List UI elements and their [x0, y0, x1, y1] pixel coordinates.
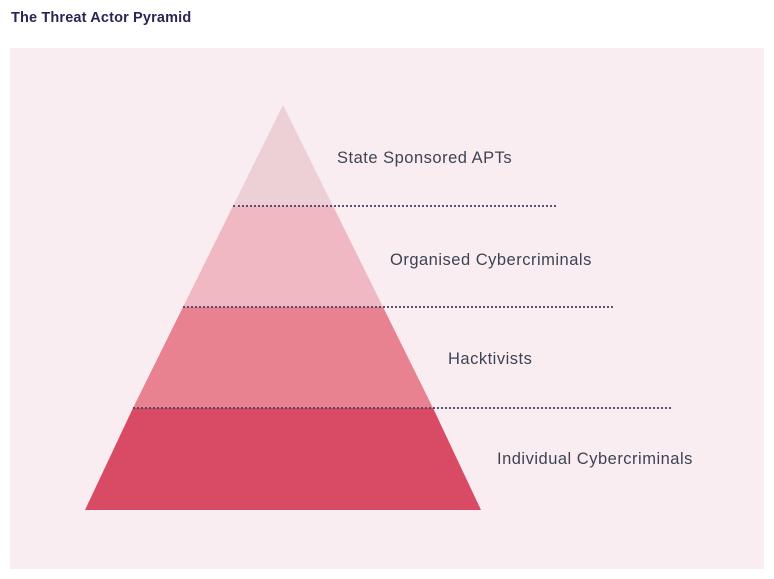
pyramid-tier-4-shape: [85, 408, 481, 510]
tier-label-state-sponsored-apts: State Sponsored APTs: [337, 149, 513, 167]
pyramid-card: State Sponsored APTs Organised Cybercrim…: [10, 48, 764, 569]
tier-divider-line-2: [183, 306, 613, 308]
pyramid-tier-2-shape: [183, 206, 383, 307]
tier-label-hacktivists: Hacktivists: [448, 350, 533, 368]
pyramid-figure: State Sponsored APTs Organised Cybercrim…: [10, 48, 764, 569]
pyramid-tier-3-shape: [133, 307, 433, 408]
tier-label-organised-cybercriminals: Organised Cybercriminals: [390, 251, 592, 269]
pyramid-shape: [85, 105, 481, 510]
tier-divider-line-3: [133, 407, 671, 409]
pyramid-tier-1-shape: [233, 105, 333, 206]
tier-divider-line-1: [233, 205, 556, 207]
page-header: The Threat Actor Pyramid: [0, 0, 774, 48]
tier-label-individual-cybercriminals: Individual Cybercriminals: [497, 450, 693, 468]
page-title: The Threat Actor Pyramid: [11, 10, 192, 26]
